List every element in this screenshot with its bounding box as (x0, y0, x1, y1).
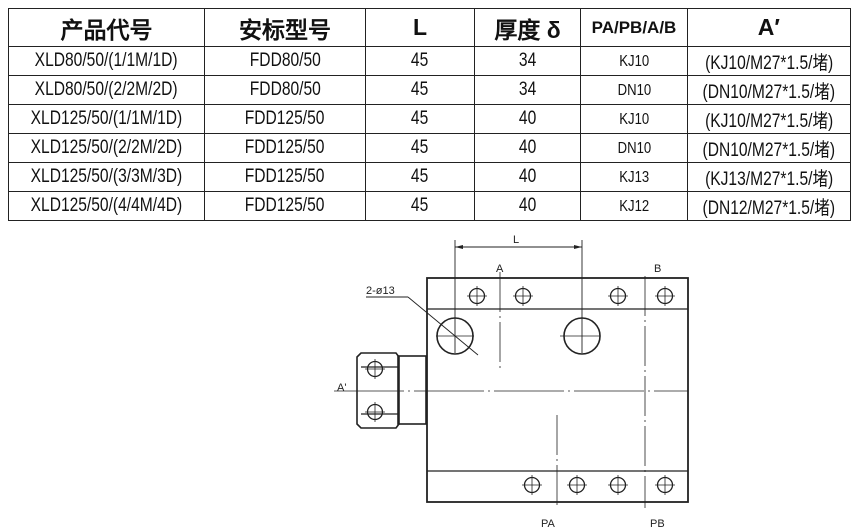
cell-text: 45 (411, 195, 429, 216)
table-cell: (KJ10/M27*1.5/堵) (687, 104, 851, 134)
cell-text: XLD80/50/(2/2M/2D) (35, 79, 178, 100)
cell-text: 45 (411, 79, 429, 100)
cell-text: (KJ10/M27*1.5/堵) (704, 52, 833, 74)
crosshair (655, 475, 675, 495)
cell-text: DN10 (617, 82, 651, 99)
cell-text: (DN10/M27*1.5/堵) (702, 139, 836, 161)
cell-text: 45 (411, 50, 429, 71)
crosshair (513, 286, 533, 306)
table-cell: DN10 (580, 75, 688, 105)
crosshair (608, 286, 628, 306)
table-cell: FDD125/50 (204, 104, 366, 134)
table-cell: KJ13 (580, 162, 688, 192)
table-cell: (DN12/M27*1.5/堵) (687, 191, 851, 221)
cell-text: XLD125/50/(1/1M/1D) (30, 108, 183, 129)
table-cell: 40 (474, 162, 581, 192)
cell-text: XLD80/50/(1/1M/1D) (35, 50, 178, 71)
table-row: XLD125/50/(4/4M/4D) FDD125/50 45 40 KJ12 (DN1… (8, 191, 851, 221)
cell-text: KJ10 (619, 111, 649, 128)
port-PA-label: PA (541, 518, 556, 530)
port-PB-label: PB (650, 518, 665, 530)
cell-text: 45 (411, 166, 429, 187)
table-cell: 34 (474, 46, 581, 76)
valve-body (426, 277, 689, 503)
table-cell: XLD125/50/(3/3M/3D) (8, 162, 205, 192)
table-cell: XLD125/50/(1/1M/1D) (8, 104, 205, 134)
table-cell: KJ10 (580, 104, 688, 134)
crosshair (608, 475, 628, 495)
header-row: 产品代号 安标型号 L 厚度 δ PA/PB/A/B A′ (8, 8, 851, 47)
col-product-code: 产品代号 (8, 8, 205, 47)
table-row: XLD125/50/(2/2M/2D) FDD125/50 45 40 DN10 (DN1… (8, 133, 851, 163)
col-a-prime: A′ (687, 8, 851, 47)
cell-text: KJ10 (619, 53, 649, 70)
table-cell: (KJ10/M27*1.5/堵) (687, 46, 851, 76)
table-cell: 40 (474, 191, 581, 221)
cell-text: 40 (518, 137, 537, 158)
col-safety-model: 安标型号 (204, 8, 366, 47)
cell-text: FDD80/50 (249, 50, 321, 71)
port-B-label: B (654, 263, 661, 275)
dim-L-label: L (513, 234, 519, 246)
cell-text: 45 (411, 108, 429, 129)
fitting-hex (356, 352, 400, 429)
cell-text: XLD125/50/(2/2M/2D) (30, 137, 183, 158)
cell-text: XLD125/50/(4/4M/4D) (30, 195, 183, 216)
crosshair (567, 475, 587, 495)
table-cell: FDD125/50 (204, 133, 366, 163)
col-thickness: 厚度 δ (474, 8, 581, 47)
cell-text: 40 (518, 108, 537, 129)
crosshair (522, 475, 542, 495)
cell-text: (KJ10/M27*1.5/堵) (704, 110, 833, 132)
cell-text: FDD125/50 (245, 108, 325, 129)
table-cell: 40 (474, 133, 581, 163)
crosshair (365, 402, 385, 422)
fitting-neck (397, 355, 427, 425)
port-A-label: A (496, 263, 504, 275)
cell-text: KJ13 (619, 169, 649, 186)
table-cell: 40 (474, 104, 581, 134)
cell-text: FDD125/50 (245, 195, 325, 216)
cell-text: (KJ13/M27*1.5/堵) (704, 168, 833, 190)
table-cell: FDD125/50 (204, 191, 366, 221)
cell-text: 34 (518, 50, 537, 71)
table-cell: 45 (365, 104, 475, 134)
cell-text: 40 (518, 166, 537, 187)
cell-text: (DN10/M27*1.5/堵) (702, 81, 836, 103)
table-cell: 45 (365, 46, 475, 76)
cell-text: FDD125/50 (245, 137, 325, 158)
leader-line (407, 296, 479, 356)
cell-text: XLD125/50/(3/3M/3D) (30, 166, 183, 187)
crosshair (467, 286, 487, 306)
table-cell: KJ12 (580, 191, 688, 221)
hole-note: 2-ø13 (366, 285, 395, 297)
spec-table: 产品代号 安标型号 L 厚度 δ PA/PB/A/B A′ XLD80/50/(… (8, 8, 851, 221)
cell-text: 40 (518, 195, 537, 216)
crosshair (365, 359, 385, 379)
table-row: XLD125/50/(1/1M/1D) FDD125/50 45 40 KJ10 (KJ1… (8, 104, 851, 134)
cell-text: DN10 (617, 140, 651, 157)
cell-text: FDD80/50 (249, 79, 321, 100)
table-cell: (DN10/M27*1.5/堵) (687, 75, 851, 105)
crosshair (655, 286, 675, 306)
cell-text: KJ12 (619, 198, 649, 215)
cell-text: (DN12/M27*1.5/堵) (702, 197, 836, 219)
cell-text: 34 (518, 79, 537, 100)
cell-text: FDD125/50 (245, 166, 325, 187)
table-cell: (DN10/M27*1.5/堵) (687, 133, 851, 163)
col-L: L (365, 8, 475, 47)
port-A-prime-label: A' (337, 382, 346, 394)
cell-text: 45 (411, 137, 429, 158)
